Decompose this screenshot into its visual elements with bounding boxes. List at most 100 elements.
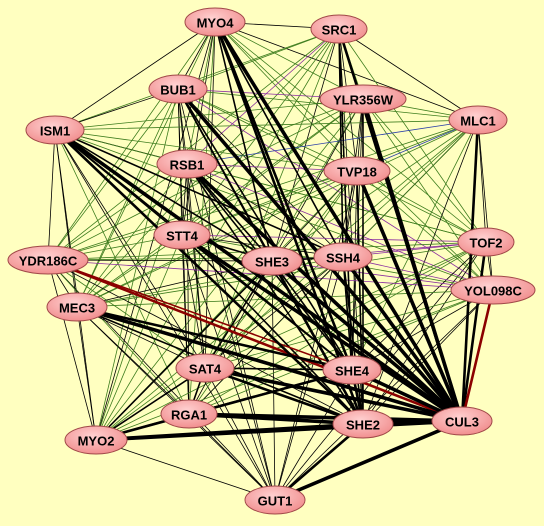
edge-myo4-sat4	[204, 21, 216, 369]
edge-she2-myo2	[94, 422, 365, 442]
edge-rsb1-ssh4	[186, 163, 344, 258]
node-ylr356w[interactable]: YLR356W	[319, 84, 407, 114]
edge-tvp18-tof2	[356, 170, 487, 243]
edge-ylr356w-tof2	[362, 98, 487, 243]
node-label: GUT1	[258, 494, 293, 509]
edge-rsb1-ydr186c	[47, 163, 188, 261]
node-mlc1[interactable]: MLC1	[448, 105, 508, 135]
edge-myo4-ssh4	[214, 21, 344, 258]
node-mec3[interactable]: MEC3	[46, 292, 108, 322]
node-myo4[interactable]: MYO4	[184, 7, 246, 37]
node-ellipse	[175, 353, 235, 383]
edge-src1-bub1	[177, 28, 340, 90]
edge-cul3-ssh4	[341, 255, 464, 423]
edge-stt4-tof2	[181, 234, 487, 243]
edge-rsb1-she3	[186, 163, 273, 262]
edge-src1-tof2	[338, 28, 487, 243]
node-yol098c[interactable]: YOL098C	[450, 275, 536, 305]
edge-ism1-stt4	[54, 129, 183, 236]
node-myo2[interactable]: MYO2	[64, 425, 128, 455]
edge-cul3-she3	[270, 259, 464, 423]
node-ssh4[interactable]: SSH4	[313, 242, 373, 272]
edge-myo4-mlc1	[214, 21, 479, 121]
edge-mlc1-myo2	[95, 119, 479, 441]
edge-stt4-sat4	[181, 234, 206, 369]
node-ellipse	[64, 425, 128, 455]
edge-tvp18-ydr186c	[47, 170, 358, 261]
node-ellipse	[7, 245, 89, 275]
edge-ylr356w-ism1	[54, 98, 364, 131]
edge-src1-myo2	[95, 28, 340, 441]
node-label: SAT4	[189, 362, 222, 377]
node-bub1[interactable]: BUB1	[148, 74, 208, 104]
node-she4[interactable]: SHE4	[322, 355, 382, 385]
edge-mec3-rga1	[76, 306, 190, 415]
node-src1[interactable]: SRC1	[310, 14, 368, 44]
edge-tvp18-mec3	[76, 170, 358, 308]
edge-bub1-ssh4	[177, 88, 344, 258]
edge-ylr356w-sat4	[204, 98, 364, 369]
edge-ydr186c-she2	[47, 259, 364, 425]
edge-cul3-mlc1	[460, 118, 480, 423]
node-ydr186c[interactable]: YDR186C	[7, 245, 89, 275]
edge-bub1-tvp18	[177, 88, 358, 172]
node-rga1[interactable]: RGA1	[160, 399, 218, 429]
edge-src1-ssh4	[338, 28, 344, 258]
node-ellipse	[310, 14, 368, 44]
node-sat4[interactable]: SAT4	[175, 353, 235, 383]
edge-cul3-mec3	[75, 305, 464, 423]
node-tof2[interactable]: TOF2	[457, 227, 515, 257]
node-ellipse	[323, 156, 391, 186]
node-tvp18[interactable]: TVP18	[323, 156, 391, 186]
edge-cul3-ydr186c	[46, 258, 464, 423]
edge-stt4-mec3	[76, 234, 183, 308]
edge-she3-mec3	[76, 260, 273, 308]
edge-mlc1-yol098c	[477, 119, 494, 291]
edge-src1-mlc1	[338, 28, 479, 121]
edge-ism1-yol098c	[54, 129, 494, 291]
node-label: SHE3	[255, 255, 289, 270]
node-label: MEC3	[59, 301, 95, 316]
edge-she2-myo4	[213, 20, 365, 426]
edge-gut1-she4	[274, 369, 353, 501]
node-she3[interactable]: SHE3	[241, 246, 303, 276]
edge-tof2-rga1	[188, 241, 487, 415]
node-ellipse	[457, 227, 515, 257]
node-label: TOF2	[470, 236, 503, 251]
edge-src1-she3	[271, 28, 340, 262]
node-ellipse	[448, 105, 508, 135]
node-label: SRC1	[322, 23, 357, 38]
node-ellipse	[46, 292, 108, 322]
node-stt4[interactable]: STT4	[153, 220, 211, 250]
edge-ism1-myo2	[54, 129, 97, 441]
edge-sat4-myo2	[95, 367, 206, 441]
node-label: YOL098C	[464, 284, 522, 299]
node-she2[interactable]: SHE2	[332, 409, 394, 439]
node-ellipse	[241, 246, 303, 276]
node-ism1[interactable]: ISM1	[25, 115, 85, 145]
edge-stt4-she2	[181, 234, 364, 425]
edge-cul3-tvp18	[355, 169, 464, 423]
edge-she4-myo2	[94, 368, 354, 442]
node-ellipse	[160, 399, 218, 429]
edge-cul3-ism1	[53, 128, 464, 423]
node-cul3[interactable]: CUL3	[431, 406, 493, 436]
node-label: ISM1	[40, 124, 70, 139]
edge-ylr356w-myo2	[95, 98, 364, 441]
node-label: RSB1	[170, 158, 205, 173]
edge-yol098c-she2	[362, 289, 494, 425]
node-rsb1[interactable]: RSB1	[156, 149, 218, 179]
edge-stt4-myo2	[95, 234, 183, 441]
node-ellipse	[332, 409, 394, 439]
node-ellipse	[25, 115, 85, 145]
edge-she4-myo4	[213, 20, 354, 372]
edge-stt4-she4	[181, 234, 353, 371]
edge-ism1-ydr186c	[47, 129, 56, 261]
edge-cul3-tof2	[460, 240, 488, 423]
node-ellipse	[319, 84, 407, 114]
node-gut1[interactable]: GUT1	[244, 485, 306, 515]
edge-gut1-yol098c	[274, 289, 494, 501]
edge-ism1-tvp18	[54, 129, 358, 172]
